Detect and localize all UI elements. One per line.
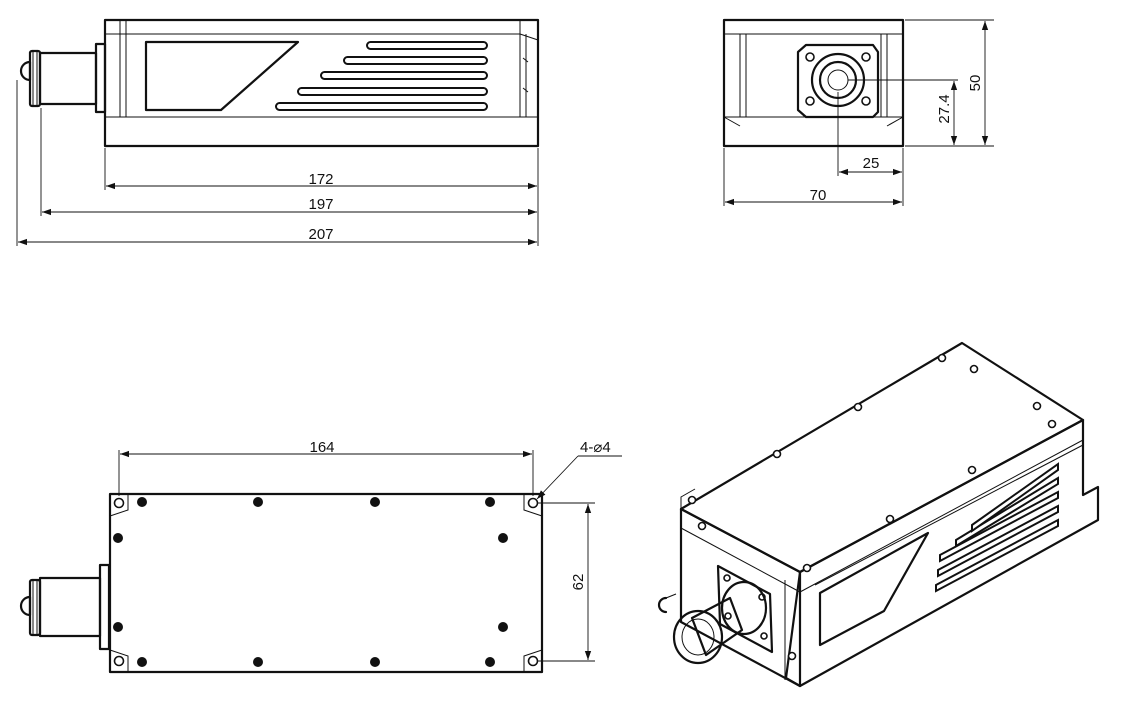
dim-62: 62 <box>570 574 587 591</box>
top-view: 164 62 4-⌀4 <box>19 439 622 674</box>
front-view: 50 27.4 25 70 <box>722 18 994 206</box>
hole-callout: 4-⌀4 <box>580 439 611 456</box>
isometric-view <box>657 341 1100 688</box>
dim-207: 207 <box>308 226 333 243</box>
dim-172: 172 <box>308 171 333 188</box>
dim-164: 164 <box>309 439 334 456</box>
dim-70: 70 <box>810 187 827 204</box>
dim-27-4: 27.4 <box>936 94 953 123</box>
side-view: 172 197 207 <box>16 18 540 246</box>
dim-50: 50 <box>967 75 984 92</box>
dim-25: 25 <box>863 155 880 172</box>
dim-197: 197 <box>308 196 333 213</box>
